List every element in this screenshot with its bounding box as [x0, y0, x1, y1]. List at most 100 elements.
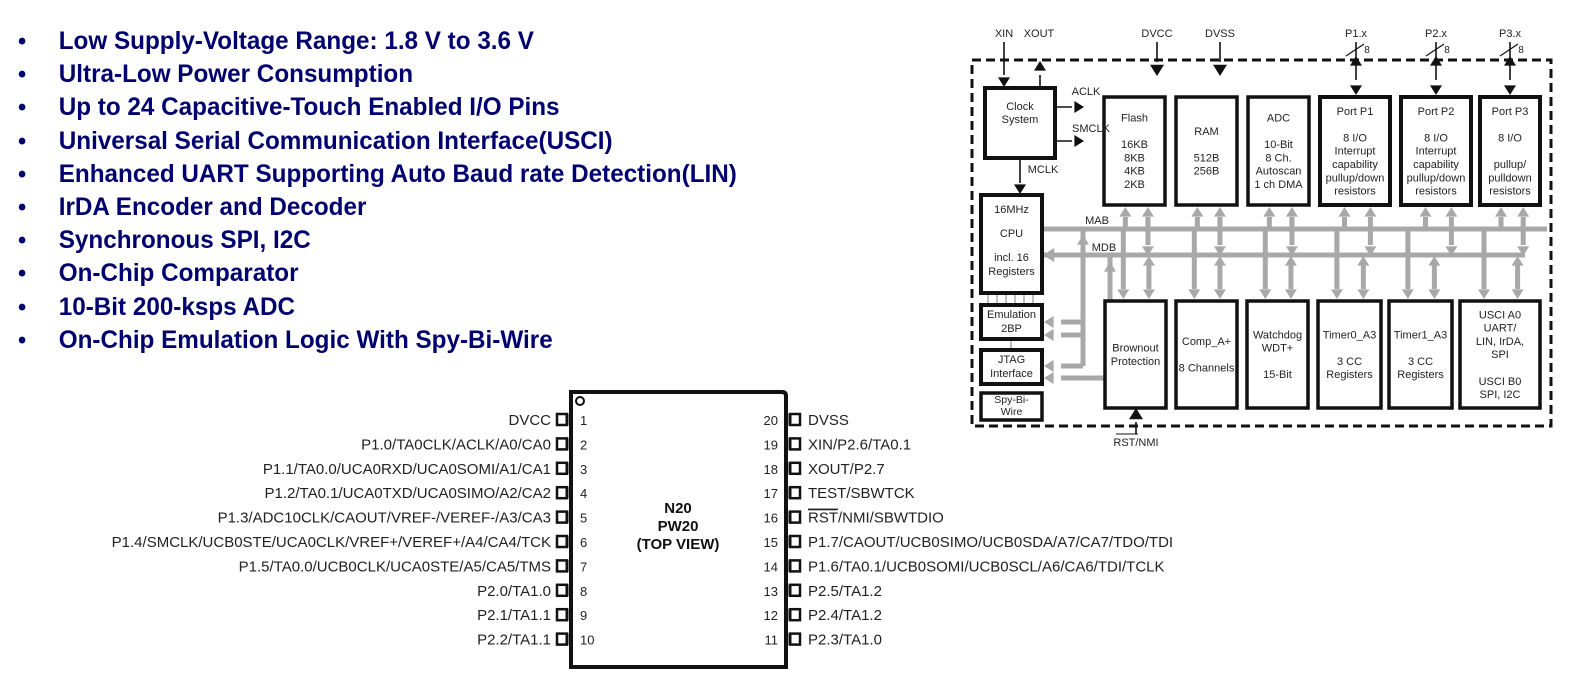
block-label: resistors: [1334, 186, 1376, 198]
arrow-down-icon: [1364, 246, 1377, 256]
arrow-up-icon: [1284, 256, 1297, 266]
block-label: USCI A0: [1479, 309, 1521, 321]
arrow-down-icon: [1430, 85, 1442, 95]
block-port2: Port P28 I/OInterruptcapabilitypullup/do…: [1399, 95, 1473, 207]
pin-number: 6: [580, 535, 587, 550]
arrow-down-icon: [1150, 64, 1164, 76]
arrow-down-icon: [1141, 246, 1154, 256]
arrow-left-icon: [1044, 372, 1054, 384]
pin-name-text: P1.7/CAOUT/UCB0SIMO/UCB0SDA/A7/CA7/TDO/T…: [808, 534, 1173, 551]
arrow-down-icon: [1259, 289, 1272, 299]
pin-name-text: XIN/P2.6/TA0.1: [808, 436, 911, 453]
pin-number: 3: [580, 462, 587, 477]
feature-text: IrDA Encoder and Decoder: [58, 192, 367, 221]
arrow-up-icon: [1142, 256, 1155, 266]
arrow-down-icon: [1213, 246, 1226, 256]
block-label: Wire: [1001, 406, 1023, 418]
block-label: Registers: [1326, 369, 1373, 381]
block-label: Timer1_A3: [1394, 329, 1447, 341]
bullet-icon: •: [18, 94, 27, 122]
arrow-up-icon: [1191, 207, 1204, 217]
pin-name-text: P2.5/TA1.2: [808, 583, 882, 600]
arrow-down-icon: [1511, 289, 1524, 299]
block-label: capability: [1332, 159, 1378, 171]
block-label: Autoscan: [1256, 166, 1302, 178]
arrow-left-icon: [1043, 248, 1055, 262]
pin-name: P2.4/TA1.2: [808, 607, 882, 624]
arrow-up-icon: [1213, 256, 1226, 266]
block-label: 3 CC: [1408, 356, 1433, 368]
arrow-down-icon: [1014, 184, 1026, 194]
signal-label: 8: [1518, 45, 1524, 56]
nmi-text: /NMI: [1135, 437, 1158, 449]
rst-overbar: RST: [1113, 437, 1135, 449]
block-label: WDT+: [1262, 343, 1293, 355]
bullet-icon: •: [18, 61, 27, 89]
feature-text: Ultra-Low Power Consumption: [58, 60, 414, 89]
pin-6: P1.4/SMCLK/UCB0STE/UCA0CLK/VREF+/VEREF+/…: [112, 534, 588, 551]
pin-8: P2.0/TA1.0 8: [477, 583, 587, 600]
pin-number: 16: [764, 511, 778, 526]
arrow-down-icon: [1330, 289, 1343, 299]
block-label: pulldown: [1488, 172, 1531, 184]
block-label: Port P3: [1492, 106, 1529, 118]
block-port1: Port P18 I/OInterruptcapabilitypullup/do…: [1318, 95, 1392, 207]
signal-label: MCLK: [1028, 164, 1059, 176]
bullet-icon: •: [18, 127, 27, 155]
bullet-icon: •: [18, 227, 27, 255]
block-label: Clock: [1006, 101, 1034, 113]
block-label: incl. 16: [994, 252, 1029, 264]
block-label: Comp_A+: [1182, 336, 1231, 348]
signal-label: 8: [1444, 45, 1450, 56]
pin-number: 8: [580, 584, 587, 599]
block-label: 2KB: [1124, 179, 1145, 191]
pin-name: XIN/P2.6/TA0.1: [808, 436, 911, 453]
signal-label: SMCLK: [1072, 123, 1111, 135]
arrow-left-icon: [1044, 360, 1054, 372]
pin-name: P2.3/TA1.0: [808, 632, 882, 649]
arrow-down-icon: [1517, 246, 1530, 256]
arrow-up-icon: [1119, 207, 1132, 217]
block-label: CPU: [1000, 228, 1023, 240]
arrow-up-icon: [1430, 56, 1442, 66]
pin-number: 9: [580, 608, 587, 623]
arrow-up-icon: [1364, 207, 1377, 217]
arrow-up-icon: [1445, 207, 1458, 217]
arrow-down-icon: [1142, 289, 1155, 299]
feature-text: Up to 24 Capacitive-Touch Enabled I/O Pi…: [58, 93, 560, 122]
signal-label: XIN: [995, 28, 1013, 40]
block-label: 16KB: [1121, 139, 1148, 151]
pin-name: P2.0/TA1.0: [477, 583, 551, 600]
arrow-down-icon: [1213, 64, 1227, 76]
pin-name: XOUT/P2.7: [808, 461, 885, 478]
bus-layer: [987, 207, 1547, 384]
pin-name: P1.5/TA0.0/UCB0CLK/UCA0STE/A5/CA5/TMS: [239, 558, 551, 575]
bullet-icon: •: [18, 28, 27, 55]
block-label: 4KB: [1124, 166, 1145, 178]
chip-boundary: [970, 58, 1553, 428]
pin-number: 12: [764, 608, 778, 623]
arrow-up-icon: [1511, 256, 1524, 266]
block-label: Brownout: [1112, 343, 1158, 355]
pin-name: P1.0/TA0CLK/ACLK/A0/CA0: [361, 436, 551, 453]
signal-label: P2.x: [1425, 28, 1448, 40]
feature-text: Synchronous SPI, I2C: [58, 226, 311, 255]
arrow-left-icon: [1044, 316, 1054, 328]
arrow-down-icon: [998, 77, 1010, 87]
signal-line: [1499, 43, 1519, 57]
signal-label: P1.x: [1345, 28, 1368, 40]
feature-text: On-Chip Comparator: [58, 259, 299, 288]
